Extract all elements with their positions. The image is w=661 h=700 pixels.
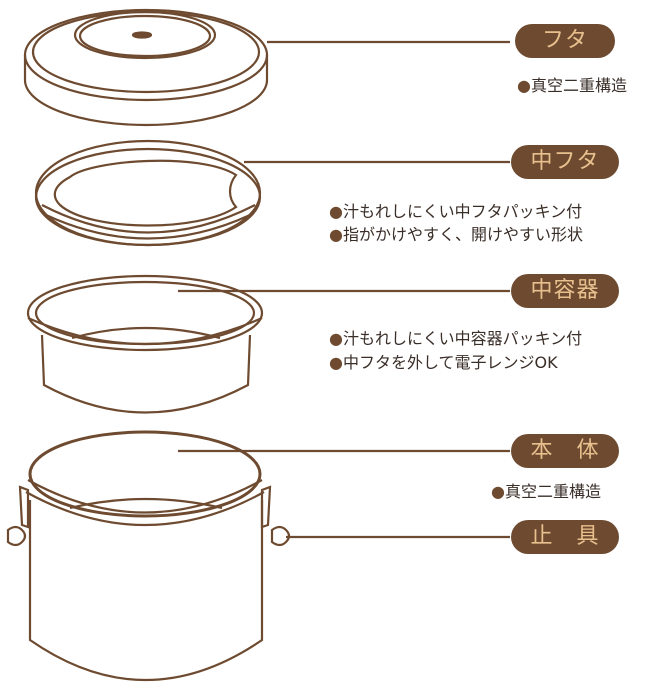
bullet-icon: ● [329, 329, 343, 348]
part-label-inner-container: 中容器 [511, 274, 619, 308]
bullet-icon: ● [491, 482, 505, 501]
inner-container-drawing [26, 274, 510, 414]
bullet-icon: ● [329, 202, 343, 221]
lid-drawing [23, 8, 510, 127]
bullet-icon: ● [517, 76, 531, 95]
part-note-lid-1: ●真空二重構造 [517, 76, 627, 95]
part-note-body-1: ●真空二重構造 [491, 482, 601, 501]
part-label-lid: フタ [515, 24, 615, 58]
part-note-inner-lid-2: ●指がかけやすく、開けやすい形状 [329, 225, 583, 244]
part-label-inner-lid: 中フタ [511, 145, 619, 179]
part-note-inner-container-2: ●中フタを外して電子レンジOK [329, 353, 558, 372]
bullet-icon: ● [329, 225, 343, 244]
body-drawing [6, 430, 510, 681]
inner-lid-drawing [34, 139, 510, 247]
bullet-icon: ● [329, 353, 343, 372]
part-label-body: 本 体 [511, 434, 619, 468]
part-note-inner-lid-1: ●汁もれしにくい中フタパッキン付 [329, 202, 583, 221]
part-note-inner-container-1: ●汁もれしにくい中容器パッキン付 [329, 329, 583, 348]
part-label-clasp: 止 具 [511, 520, 619, 554]
